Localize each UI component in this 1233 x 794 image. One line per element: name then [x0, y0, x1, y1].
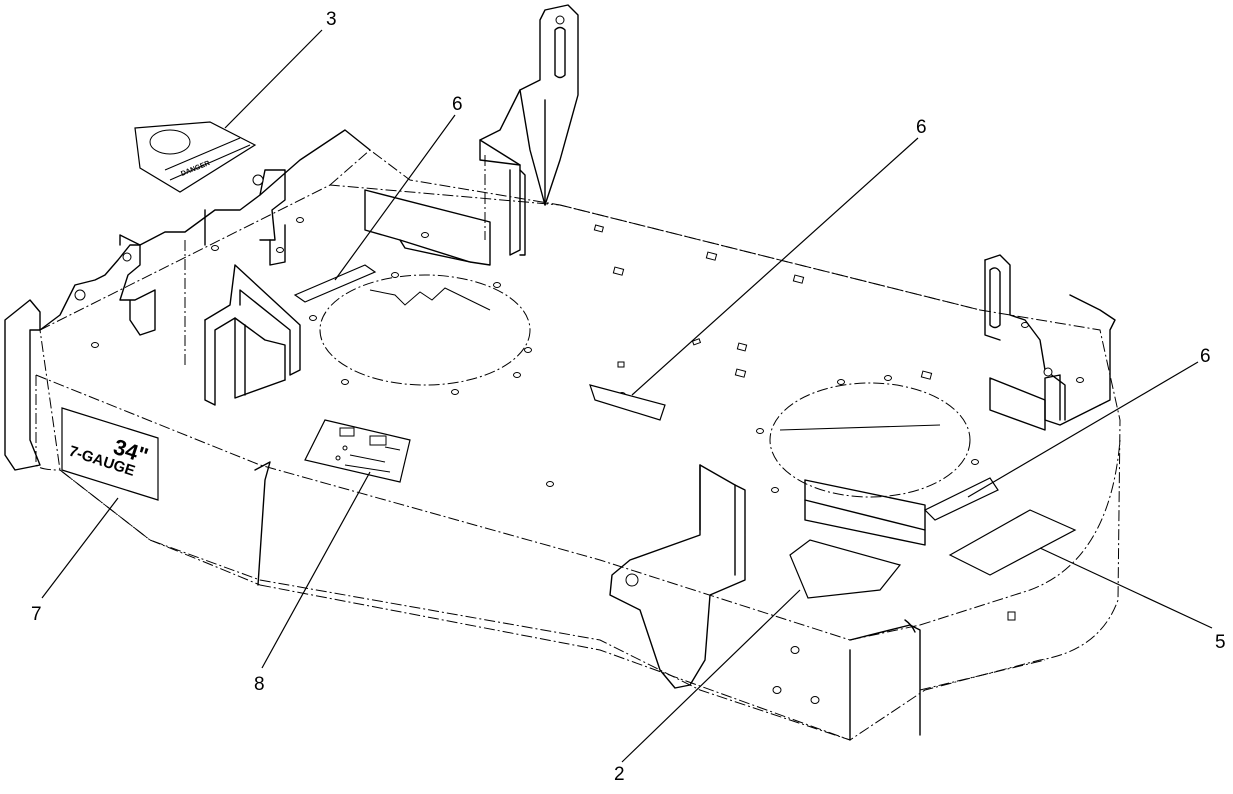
callout-2: 2	[614, 764, 625, 785]
callout-6-center: 6	[916, 117, 927, 138]
callout-8: 8	[254, 674, 265, 695]
decal-3-danger: DANGER	[134, 121, 257, 193]
right-baffle	[804, 479, 926, 546]
callout-numbers: 3 6 6 6 7 8 2 5	[31, 9, 1226, 785]
deck-outline	[35, 149, 1121, 741]
deck-holes	[91, 217, 1084, 704]
decal-2	[789, 539, 902, 599]
left-brackets	[4, 129, 371, 471]
callout-7: 7	[31, 604, 42, 625]
decal-6-right	[923, 477, 999, 521]
leader-lines	[41, 29, 1213, 763]
callout-5: 5	[1215, 632, 1226, 653]
callout-6-right: 6	[1200, 346, 1211, 367]
decal-6-center	[589, 384, 666, 421]
decal-5	[948, 509, 1077, 576]
right-riser	[984, 254, 1116, 431]
decal-6-left	[293, 264, 377, 303]
blade-openings	[319, 274, 971, 498]
front-bracket	[609, 464, 746, 689]
decal-7-gauge: 34" 7-GAUGE	[61, 407, 159, 501]
callout-3: 3	[326, 9, 337, 30]
left-fins	[204, 264, 301, 406]
decal-8-controls	[304, 419, 411, 483]
center-riser	[364, 4, 579, 266]
front-right-skirt	[254, 461, 921, 741]
callout-6-left: 6	[452, 94, 463, 115]
